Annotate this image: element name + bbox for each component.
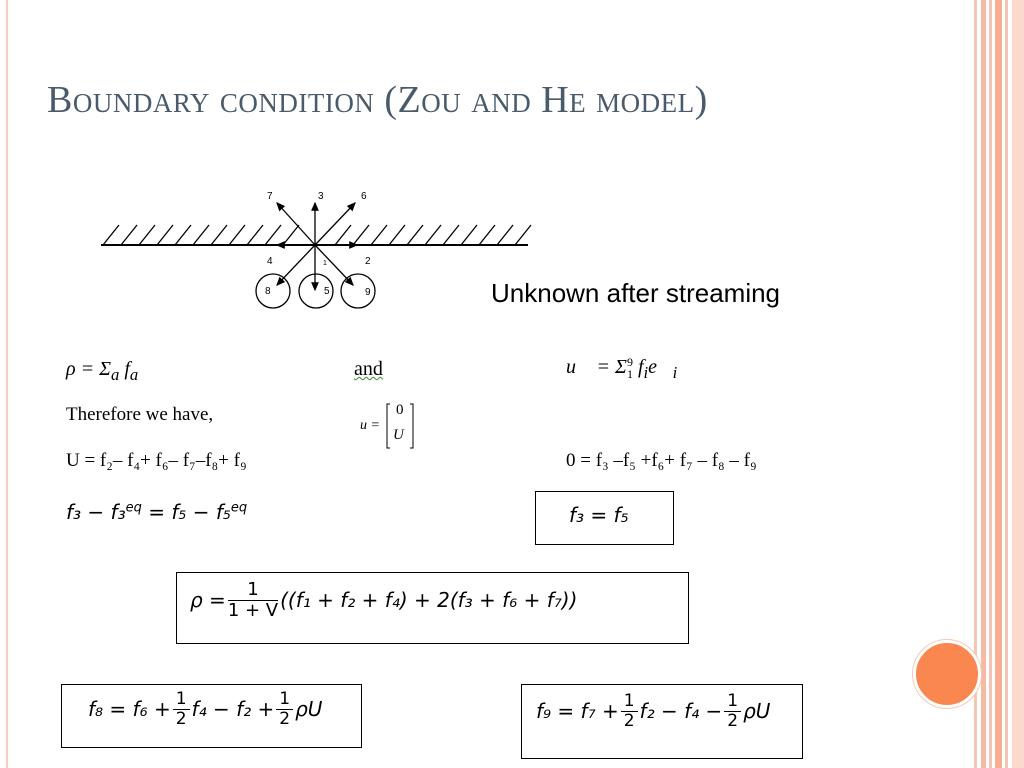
rho-definition: ρ = Σa fa <box>66 358 139 384</box>
dir-label-3: 3 <box>318 191 324 202</box>
rho-box <box>176 572 689 644</box>
dir-label-5: 5 <box>324 286 330 297</box>
u-vector-lhs: u = <box>360 418 380 433</box>
slide-title: Boundary condition (Zou and He model) <box>47 79 708 121</box>
right-decorative-stripes <box>974 0 1024 768</box>
wall-hatch <box>101 224 532 246</box>
U-equation: U = f₂– f₄+ f₆– f₇–f₈+ f₉ <box>66 450 247 471</box>
dir-label-2: 2 <box>365 256 371 267</box>
u-vector-bottom: U <box>393 427 404 443</box>
left-border-line <box>6 0 8 768</box>
u-vector-brackets <box>386 403 414 449</box>
dir-label-6: 6 <box>361 191 367 202</box>
u-vector-top: 0 <box>396 402 404 418</box>
f3-equilibrium-equation: f₃ − f₃eq = f₅ − f₅eq <box>66 500 248 524</box>
f3-f5-box <box>535 491 674 545</box>
f8-box <box>61 684 362 748</box>
dir-label-1: 1 <box>323 260 327 267</box>
decorative-orange-circle <box>913 640 981 708</box>
lattice-boundary-diagram: 7 3 6 4 1 2 8 5 9 <box>101 191 532 309</box>
and-word: and <box>354 358 383 380</box>
f3-f5-text: f₃ = f₅ <box>569 503 629 527</box>
unknown-caption: Unknown after streaming <box>491 278 781 308</box>
therefore-text: Therefore we have, <box>66 404 214 425</box>
dir-label-9: 9 <box>365 287 371 298</box>
dir-label-4: 4 <box>267 256 273 267</box>
f9-box <box>521 684 803 759</box>
zero-equation: 0 = f₃ –f₅ +f₆+ f₇ – f₈ – f₉ <box>566 450 757 471</box>
dir-label-8: 8 <box>265 286 271 297</box>
velocity-arrows <box>255 201 376 309</box>
dir-label-7: 7 <box>267 191 273 202</box>
